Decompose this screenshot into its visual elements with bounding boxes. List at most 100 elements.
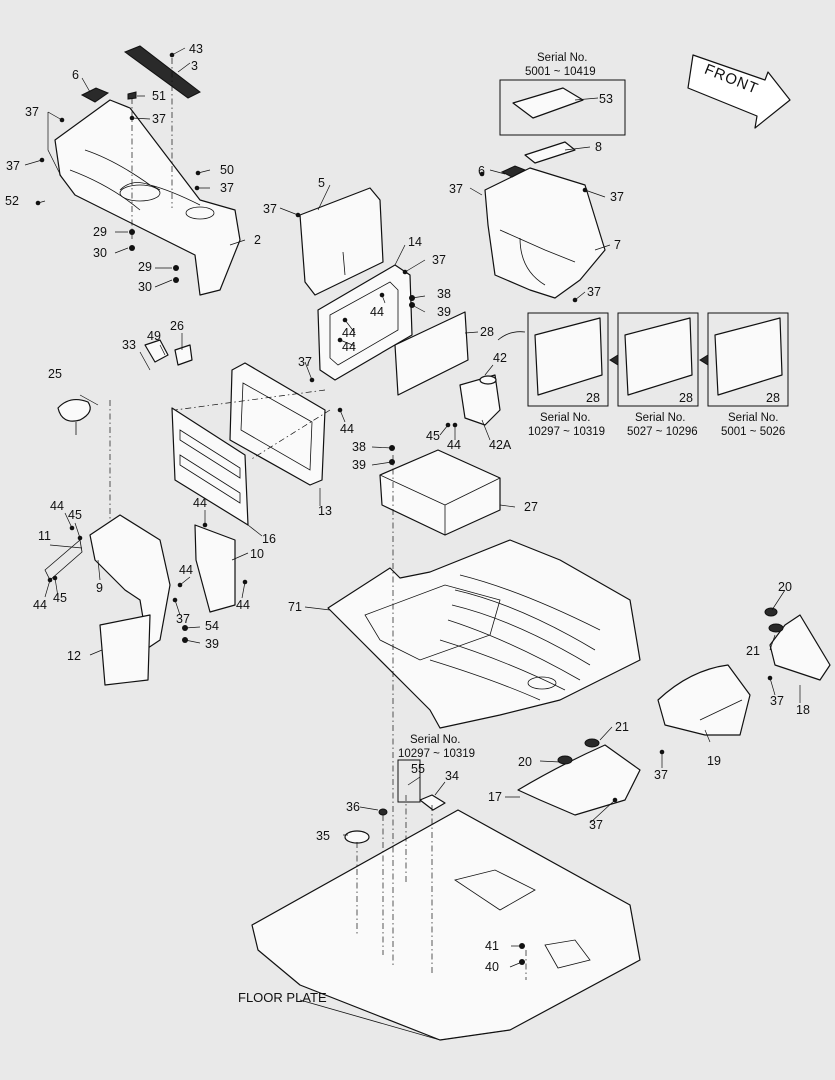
- callout-39: 39: [352, 458, 366, 472]
- callout-37: 37: [654, 768, 668, 782]
- callout-14: 14: [408, 235, 422, 249]
- callout-3: 3: [191, 59, 198, 73]
- callout-37: 37: [610, 190, 624, 204]
- callout-26: 26: [170, 319, 184, 333]
- callout-37: 37: [263, 202, 277, 216]
- callout-45: 45: [426, 429, 440, 443]
- floor-plate-label: FLOOR PLATE: [238, 990, 327, 1005]
- callout-53: 53: [599, 92, 613, 106]
- callout-28: 28: [679, 391, 693, 405]
- callout-37: 37: [176, 612, 190, 626]
- callout-44: 44: [447, 438, 461, 452]
- callout-30: 30: [93, 246, 107, 260]
- serial-panel-a-range: 10297 ~ 10319: [528, 426, 605, 438]
- callout-49: 49: [147, 329, 161, 343]
- duct-17-part: [517, 738, 641, 816]
- panel-28-part: [394, 311, 469, 396]
- duct-19-part: [657, 664, 751, 736]
- callout-44: 44: [179, 563, 193, 577]
- callout-9: 9: [96, 581, 103, 595]
- callout-13: 13: [318, 504, 332, 518]
- callout-39: 39: [437, 305, 451, 319]
- serial-top-title: Serial No.: [537, 52, 588, 64]
- callout-37: 37: [449, 182, 463, 196]
- callout-12: 12: [67, 649, 81, 663]
- callout-17: 17: [488, 790, 502, 804]
- callout-28: 28: [480, 325, 494, 339]
- right-console-part: [484, 141, 606, 299]
- panel-variants-part: [497, 312, 789, 407]
- callout-37: 37: [770, 694, 784, 708]
- callout-55: 55: [411, 762, 425, 776]
- floor-plate-part: [251, 809, 641, 1041]
- callout-37: 37: [298, 355, 312, 369]
- callout-35: 35: [316, 829, 330, 843]
- callout-44: 44: [236, 598, 250, 612]
- callout-52: 52: [5, 194, 19, 208]
- tank-42-part: [459, 374, 501, 426]
- box-27-part: [379, 449, 501, 536]
- callout-30: 30: [138, 280, 152, 294]
- callout-37: 37: [587, 285, 601, 299]
- callout-50: 50: [220, 163, 234, 177]
- callout-34: 34: [445, 769, 459, 783]
- callout-28: 28: [766, 391, 780, 405]
- callout-5: 5: [318, 176, 325, 190]
- callout-44: 44: [342, 340, 356, 354]
- callout-44: 44: [193, 496, 207, 510]
- frame-13-part: [229, 362, 326, 486]
- callout-37: 37: [25, 105, 39, 119]
- bracket-10-part: [194, 524, 236, 613]
- mat-53-part: [499, 79, 626, 136]
- callout-6: 6: [72, 68, 79, 82]
- callout-37: 37: [220, 181, 234, 195]
- callout-28: 28: [586, 391, 600, 405]
- callout-42: 42: [493, 351, 507, 365]
- callout-51: 51: [152, 89, 166, 103]
- callout-21: 21: [746, 644, 760, 658]
- serial-panel-c-title: Serial No.: [728, 412, 779, 424]
- bracket-9-part: [89, 339, 193, 649]
- callout-2: 2: [254, 233, 261, 247]
- serial-panel-b-title: Serial No.: [635, 412, 686, 424]
- callout-44: 44: [342, 326, 356, 340]
- callout-44: 44: [340, 422, 354, 436]
- callout-20: 20: [518, 755, 532, 769]
- callout-29: 29: [93, 225, 107, 239]
- callout-44: 44: [33, 598, 47, 612]
- bracket-11-part: [44, 539, 83, 581]
- floor-items-part: [344, 455, 527, 980]
- callout-54: 54: [205, 619, 219, 633]
- serial-floor-range: 10297 ~ 10319: [398, 748, 475, 760]
- floor-mat-71-part: [327, 539, 641, 729]
- serial-panel-a-title: Serial No.: [540, 412, 591, 424]
- callout-33: 33: [122, 338, 136, 352]
- callout-20: 20: [778, 580, 792, 594]
- leader-lines: [24, 47, 801, 968]
- callout-18: 18: [796, 703, 810, 717]
- callout-7: 7: [614, 238, 621, 252]
- serial-top-range: 5001 ~ 10419: [525, 66, 596, 78]
- callout-40: 40: [485, 960, 499, 974]
- callout-25: 25: [48, 367, 62, 381]
- callout-38: 38: [352, 440, 366, 454]
- callout-29: 29: [138, 260, 152, 274]
- callout-21: 21: [615, 720, 629, 734]
- callout-38: 38: [437, 287, 451, 301]
- callout-45: 45: [68, 508, 82, 522]
- callout-37: 37: [152, 112, 166, 126]
- front-arrow-icon: [687, 54, 791, 129]
- callout-11: 11: [38, 529, 51, 543]
- duct-18-part: [764, 607, 831, 681]
- callout-37: 37: [589, 818, 603, 832]
- panel-5-part: [299, 187, 384, 296]
- assembly-lines: [109, 58, 331, 520]
- seat-knob-25-part: [57, 398, 91, 435]
- callout-16: 16: [262, 532, 276, 546]
- fastener-dots: [35, 52, 773, 965]
- callout-8: 8: [595, 140, 602, 154]
- serial-panel-b-range: 5027 ~ 10296: [627, 426, 698, 438]
- callout-37: 37: [6, 159, 20, 173]
